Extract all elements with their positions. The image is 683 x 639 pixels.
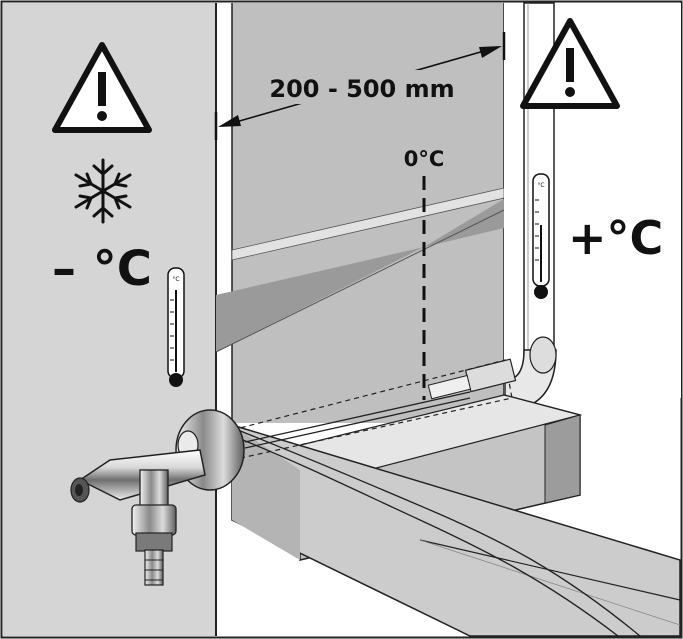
ground [231,423,681,637]
inside-temperature-label: +°C [568,211,663,265]
right-thermometer-unit: °C [537,182,544,189]
zero-point-label: 0°C [404,147,445,171]
snowflake-icon [74,158,132,224]
warning-triangle-icon [52,42,152,133]
wall-section [215,3,505,425]
warning-triangle-icon [520,18,620,109]
cold-zone-wedge [216,247,424,352]
zero-degree-marker: 0°C [404,147,445,400]
thermometer-icon: °C [532,173,550,299]
thermometer-icon: °C [167,267,185,387]
wall-thickness-dimension: 200 - 500 mm [214,32,506,140]
hose [237,429,641,637]
valve-spindle-housing [231,358,517,461]
outdoor-tap [70,409,245,586]
wall-thickness-label: 200 - 500 mm [269,75,454,103]
left-thermometer-unit: °C [172,276,179,283]
outside-temperature-label: – °C [52,241,152,297]
